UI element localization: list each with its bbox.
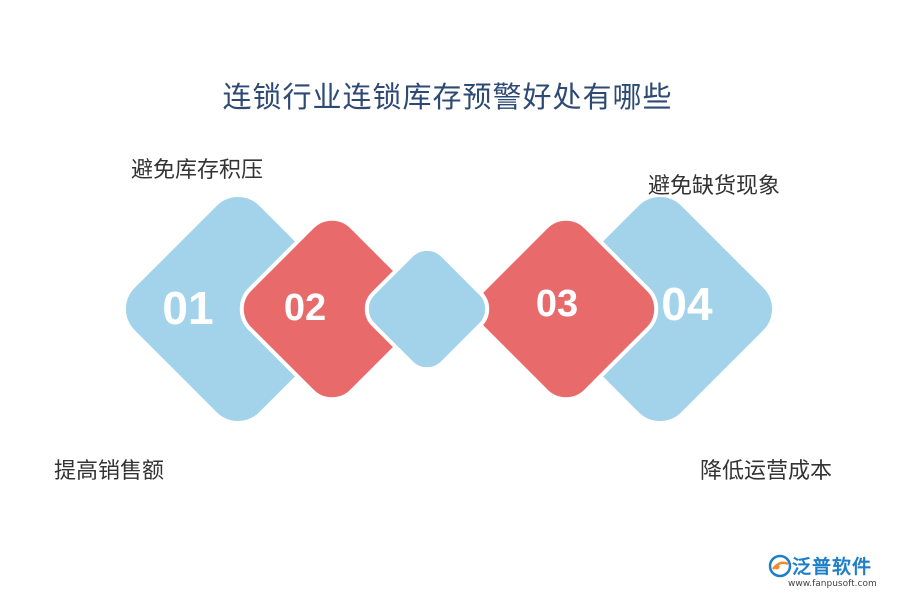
logo-brand-name: 泛普软件 <box>792 556 873 578</box>
diamond-03-number: 03 <box>536 283 578 325</box>
diamond-01-number: 01 <box>162 282 213 334</box>
center-diamond-shape <box>364 246 490 372</box>
diagram-title: 连锁行业连锁库存预警好处有哪些 <box>222 80 673 114</box>
diamond-04-number: 04 <box>661 278 713 330</box>
diamond-02-shape <box>239 216 425 402</box>
diamond-02-number: 02 <box>284 287 326 329</box>
brand-logo: 泛普软件 www.fanpusoft.com <box>768 552 893 594</box>
diamond-03-shape <box>473 216 659 402</box>
item-03-label: 避免缺货现象 <box>648 174 781 199</box>
logo-mark-icon <box>768 554 792 578</box>
logo-url: www.fanpusoft.com <box>788 579 877 589</box>
item-04-label: 降低运营成本 <box>700 459 833 484</box>
item-01-label: 提高销售额 <box>54 459 165 484</box>
item-02-label: 避免库存积压 <box>131 158 264 183</box>
